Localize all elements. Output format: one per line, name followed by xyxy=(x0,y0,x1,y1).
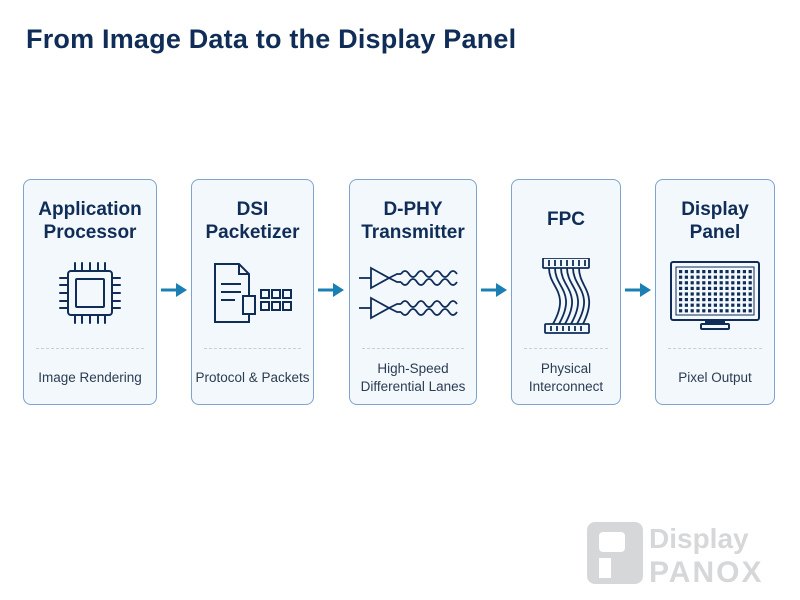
chip-icon xyxy=(24,258,156,332)
stage-card-dphy-transmitter: D-PHY Transmitter High-Speed Differentia… xyxy=(349,179,477,405)
svg-text:Display: Display xyxy=(649,523,749,554)
stage-title: D-PHY Transmitter xyxy=(361,199,465,243)
flex-cable-icon xyxy=(512,258,620,334)
stage-card-dsi-packetizer: DSI Packetizer Protocol & Packets xyxy=(191,179,314,405)
stage-caption: Pixel Output xyxy=(678,370,752,385)
stage-title: DSI Packetizer xyxy=(205,199,300,243)
stage-caption: High-Speed Differential Lanes xyxy=(360,361,466,394)
stage-card-fpc: FPC Physical Interconnect xyxy=(511,179,621,405)
document-packets-icon xyxy=(192,258,313,332)
stage-caption: Image Rendering xyxy=(38,370,142,385)
card-divider xyxy=(362,348,464,349)
svg-text:PANOX: PANOX xyxy=(649,556,763,588)
stage-caption: Protocol & Packets xyxy=(195,370,310,385)
arrow-right-icon xyxy=(318,283,344,297)
pixel-grid-display-icon xyxy=(656,258,774,332)
watermark-logo: Display PANOX xyxy=(585,518,790,589)
card-divider xyxy=(524,348,608,349)
arrow-right-icon xyxy=(625,283,651,297)
arrow-right-icon xyxy=(161,283,187,297)
diagram-title: From Image Data to the Display Panel xyxy=(26,24,517,54)
arrow-right-icon xyxy=(481,283,507,297)
card-divider xyxy=(36,348,144,349)
stage-card-application-processor: Application Processor Image Rendering xyxy=(23,179,157,405)
stage-caption: Physical Interconnect xyxy=(528,361,604,394)
stage-title: FPC xyxy=(547,209,585,230)
card-divider xyxy=(668,348,762,349)
differential-driver-icon xyxy=(350,258,476,332)
stage-title: Display Panel xyxy=(681,199,749,243)
stage-card-display-panel: Display Panel Pixel Output xyxy=(655,179,775,405)
stage-title: Application Processor xyxy=(38,199,142,243)
card-divider xyxy=(204,348,301,349)
